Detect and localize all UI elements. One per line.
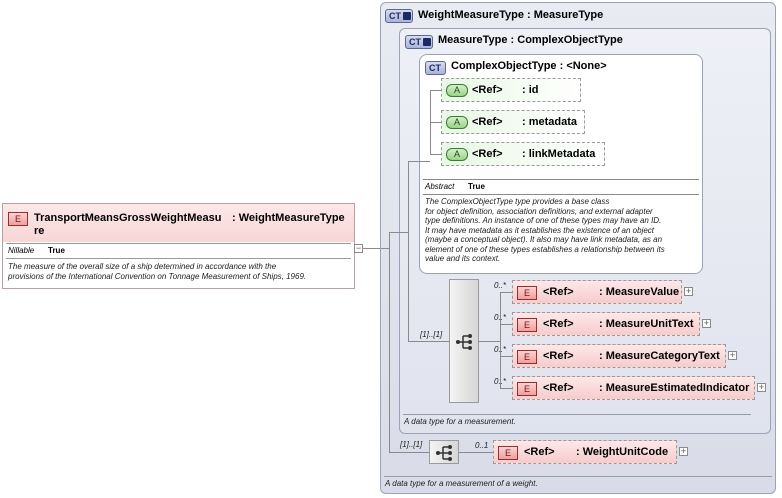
expand-toggle[interactable]: + bbox=[728, 350, 737, 360]
element-icon: E bbox=[517, 350, 537, 364]
element-icon: E bbox=[517, 318, 537, 332]
attribute-metadata[interactable]: A <Ref> : metadata bbox=[441, 110, 585, 134]
attribute-name: : id bbox=[522, 84, 539, 96]
element-cardinality: 0..1 bbox=[475, 441, 489, 450]
element-ref: <Ref> bbox=[543, 382, 574, 394]
nillable-value: True bbox=[48, 246, 65, 255]
element-name: : MeasureUnitText bbox=[599, 318, 694, 330]
element-name: : MeasureCategoryText bbox=[599, 350, 720, 362]
element-ref: <Ref> bbox=[543, 286, 574, 298]
complex-object-type-title: ComplexObjectType : <None> bbox=[451, 60, 607, 72]
attribute-icon: A bbox=[446, 116, 468, 129]
complex-object-type-doc: The ComplexObjectType type provides a ba… bbox=[425, 197, 665, 263]
abstract-value: True bbox=[468, 182, 485, 191]
element-icon: E bbox=[517, 382, 537, 396]
element-type: : WeightMeasureType bbox=[232, 212, 345, 224]
element-icon: E bbox=[498, 446, 518, 460]
sequence-icon bbox=[436, 445, 452, 461]
complex-type-icon: CT bbox=[385, 9, 413, 23]
measure-type-doc: A data type for a measurement. bbox=[404, 417, 516, 426]
attribute-id[interactable]: A <Ref> : id bbox=[441, 78, 581, 102]
expand-toggle[interactable]: + bbox=[679, 446, 688, 456]
attribute-name: : linkMetadata bbox=[522, 148, 596, 160]
element-cardinality: 0..* bbox=[494, 313, 507, 322]
element-icon: E bbox=[517, 286, 537, 300]
attribute-icon: A bbox=[446, 84, 468, 97]
element-name: : MeasureEstimatedIndicator bbox=[599, 382, 750, 394]
expand-toggle[interactable]: + bbox=[684, 286, 693, 296]
nillable-label: Nillable bbox=[8, 246, 35, 255]
element-ref: <Ref> bbox=[524, 446, 555, 458]
expand-toggle[interactable]: + bbox=[757, 382, 766, 392]
element-cardinality: 0..* bbox=[494, 345, 507, 354]
expand-toggle[interactable]: + bbox=[702, 318, 711, 328]
element-ref: <Ref> bbox=[543, 318, 574, 330]
sequence-compositor[interactable] bbox=[449, 279, 479, 403]
attribute-name: : metadata bbox=[522, 116, 578, 128]
element-measure-value[interactable]: E <Ref> : MeasureValue bbox=[512, 280, 682, 304]
attribute-link-metadata[interactable]: A <Ref> : linkMetadata bbox=[441, 142, 605, 166]
element-measure-estimated-indicator[interactable]: E <Ref> : MeasureEstimatedIndicator bbox=[512, 376, 755, 400]
weight-measure-type-title: WeightMeasureType : MeasureType bbox=[418, 9, 604, 21]
element-icon: E bbox=[8, 212, 28, 226]
attribute-icon: A bbox=[446, 148, 468, 161]
sequence-cardinality: [1]..[1] bbox=[420, 330, 443, 339]
complex-type-icon: CT bbox=[405, 35, 433, 49]
element-weight-unit-code[interactable]: E <Ref> : WeightUnitCode bbox=[493, 440, 677, 464]
sequence-cardinality: [1]..[1] bbox=[400, 440, 423, 449]
element-measure-category-text[interactable]: E <Ref> : MeasureCategoryText bbox=[512, 344, 726, 368]
collapse-toggle[interactable]: − bbox=[354, 243, 363, 253]
element-measure-unit-text[interactable]: E <Ref> : MeasureUnitText bbox=[512, 312, 700, 336]
attribute-ref: <Ref> bbox=[472, 84, 503, 96]
measure-type-title: MeasureType : ComplexObjectType bbox=[438, 34, 623, 46]
abstract-label: Abstract bbox=[425, 182, 455, 191]
element-documentation: The measure of the overall size of a shi… bbox=[8, 262, 307, 281]
sequence-compositor[interactable] bbox=[429, 440, 459, 464]
element-cardinality: 0..* bbox=[494, 377, 507, 386]
element-name: : WeightUnitCode bbox=[576, 446, 669, 458]
attribute-ref: <Ref> bbox=[472, 116, 503, 128]
element-name: : MeasureValue bbox=[599, 286, 680, 298]
weight-measure-type-doc: A data type for a measurement of a weigh… bbox=[385, 479, 538, 488]
sequence-icon bbox=[456, 334, 472, 350]
element-ref: <Ref> bbox=[543, 350, 574, 362]
attribute-ref: <Ref> bbox=[472, 148, 503, 160]
element-cardinality: 0..* bbox=[494, 281, 507, 290]
complex-type-icon: CT bbox=[425, 61, 446, 75]
